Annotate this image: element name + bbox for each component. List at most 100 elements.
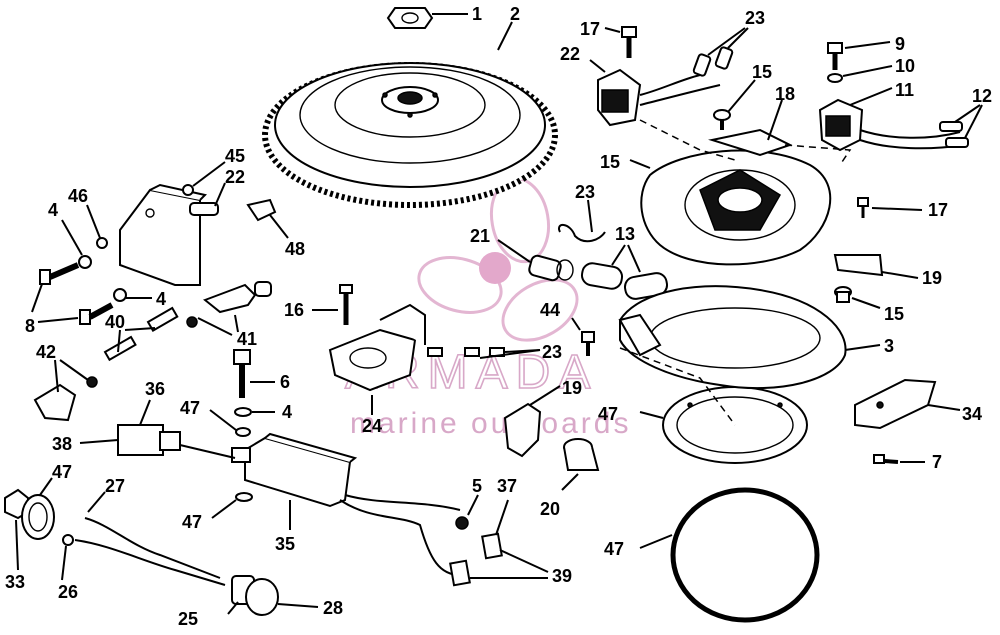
callout-33: 33 [5,572,25,592]
part-ground-screw [528,254,574,282]
callout-15a: 15 [752,62,772,82]
part-rectifier [328,303,426,392]
callout-39: 39 [552,566,572,586]
part-pin [146,306,179,333]
part-sensor-coil [818,98,864,152]
part-terminals [427,347,505,357]
callout-27: 22 [225,167,245,187]
part-retaining-ring [670,487,820,623]
callout-7: 7 [932,452,942,472]
callout-47b: 46 [68,186,88,206]
callout-13: 15 [600,152,620,172]
part-ignition-coil [119,183,219,286]
callout-6: 6 [280,372,290,392]
callout-44: 47 [604,539,624,559]
assembly-line [619,347,736,426]
part-screw [39,262,80,285]
armada-watermark: ARMADA marine outboards [344,176,631,440]
part-screw [857,197,869,218]
callout-40: 40 [105,312,125,332]
callout-34: 34 [962,404,982,424]
part-nut [386,7,434,29]
wire-lead [639,74,701,96]
part-weight [854,378,937,430]
part-connector [481,532,503,560]
callout-16b: 17 [580,19,600,39]
part-flywheel [262,62,558,208]
callout-1: 1 [472,4,482,24]
assembly-line [784,144,852,166]
part-star-washer [455,516,469,530]
callout-45: 47 [598,404,618,424]
callout-29: 25 [178,609,198,629]
callout-47c: 47 [180,398,200,418]
callout-24: 23 [542,342,562,362]
callout-35: 35 [275,534,295,554]
callout-38: 36 [145,379,165,399]
callout-47d: 47 [182,512,202,532]
callout-37: 37 [497,476,517,496]
part-spring [86,376,98,388]
callout-9: 9 [895,34,905,54]
callout-4b: 4 [156,289,166,309]
part-ring-terminal [62,534,74,546]
callout-12: 12 [972,86,992,106]
callout-41: 41 [237,329,257,349]
callout-42: 42 [36,342,56,362]
part-key-switch [231,575,279,616]
callout-21: 22 [560,44,580,64]
part-terminal [939,121,963,132]
part-terminal-block [503,402,542,458]
callout-49: 47 [52,462,72,482]
part-screw [873,454,899,464]
part-terminal [945,137,969,148]
part-connector [449,559,471,587]
part-screw [713,109,731,130]
part-armature-plate [640,149,832,266]
callout-25: 21 [470,226,490,246]
part-sleeve [580,262,624,290]
propeller-hub-icon [479,252,511,284]
part-bolt [233,349,251,398]
callout-46: 44 [540,300,560,320]
callout-4c: 4 [282,402,292,422]
callout-36: 38 [52,434,72,454]
callout-47a: 45 [225,146,245,166]
callout-48: 48 [285,239,305,259]
part-screw [79,302,114,325]
part-screw [621,26,637,58]
part-power-pack [231,432,358,508]
callout-2: 2 [510,4,520,24]
part-sleeve [623,272,669,300]
wire-lead [339,499,461,576]
part-timer-base [618,285,847,390]
part-washer [96,237,108,249]
callout-20: 20 [540,499,560,519]
part-screw [834,286,852,303]
part-washer [827,73,843,83]
part-clip [246,198,277,222]
callout-8: 8 [25,316,35,336]
part-spring-clip [558,224,606,243]
part-terminal [714,46,734,70]
callout-23: 24 [362,416,382,436]
callout-14: 13 [615,224,635,244]
wire-lead [859,129,961,139]
callout-16a: 16 [284,300,304,320]
part-washer [234,407,252,417]
part-spark-boot [33,383,77,422]
callout-4a: 4 [48,200,58,220]
part-bracket [833,254,884,277]
part-bushing [563,438,600,471]
callout-22: 23 [745,8,765,28]
watermark-subtitle: marine outboards [350,407,631,440]
part-washer [235,427,251,437]
part-lockwasher [113,288,127,302]
callout-10: 10 [895,56,915,76]
callout-31: 27 [105,476,125,496]
callout-28: 23 [575,182,595,202]
part-bezel [21,494,55,540]
callout-15b: 15 [884,304,904,324]
